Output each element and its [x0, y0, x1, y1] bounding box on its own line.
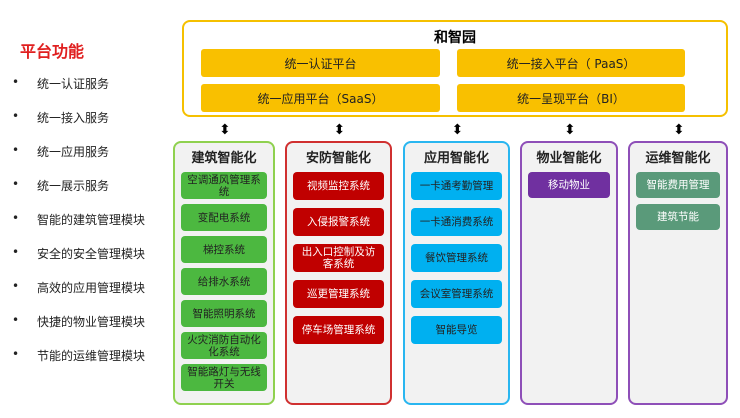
building-column: 建筑智能化空调通风管理系统变配电系统梯控系统给排水系统智能照明系统火灾消防自动化… [173, 141, 275, 405]
app-platform-button[interactable]: 统一应用平台（SaaS） [201, 84, 440, 112]
display-platform-button[interactable]: 统一呈现平台（BI） [457, 84, 685, 112]
feature-label: 统一展示服务 [37, 179, 110, 193]
feature-list-item: • 统一认证服务 [12, 75, 109, 92]
column-title: 安防智能化 [305, 151, 371, 166]
auth-platform-button[interactable]: 统一认证平台 [201, 49, 440, 77]
feature-label: 快捷的物业管理模块 [37, 315, 146, 329]
bullet-icon: • [12, 347, 20, 361]
system-item[interactable]: 停车场管理系统 [293, 316, 384, 344]
double-arrow-icon: ⬍ [673, 122, 685, 138]
system-item[interactable]: 视频监控系统 [293, 172, 384, 200]
feature-list-item: • 智能的建筑管理模块 [12, 211, 145, 228]
double-arrow-icon: ⬍ [333, 122, 346, 138]
bullet-icon: • [12, 245, 20, 259]
sidebar-title: 平台功能 [20, 42, 85, 61]
system-item[interactable]: 出入口控制及访客系统 [293, 244, 384, 272]
bullet-icon: • [12, 75, 20, 89]
system-item[interactable]: 智能费用管理 [636, 172, 720, 198]
security-column: 安防智能化视频监控系统入侵报警系统出入口控制及访客系统巡更管理系统停车场管理系统 [285, 141, 392, 405]
platform-title: 和智园 [434, 30, 476, 46]
property-column: 物业智能化移动物业 [520, 141, 618, 405]
bullet-icon: • [12, 211, 20, 225]
feature-label: 高效的应用管理模块 [37, 281, 146, 295]
system-item[interactable]: 建筑节能 [636, 204, 720, 230]
double-arrow-icon: ⬍ [564, 122, 576, 138]
system-item[interactable]: 变配电系统 [181, 204, 267, 231]
bullet-icon: • [12, 279, 20, 293]
feature-list-item: • 节能的运维管理模块 [12, 347, 145, 364]
feature-list-item: • 安全的安全管理模块 [12, 245, 145, 262]
bullet-icon: • [12, 109, 20, 123]
double-arrow-icon: ⬍ [451, 122, 464, 138]
application-column: 应用智能化一卡通考勤管理一卡通消费系统餐饮管理系统会议室管理系统智能导览 [403, 141, 510, 405]
system-item[interactable]: 智能导览 [411, 316, 502, 344]
feature-list-item: • 快捷的物业管理模块 [12, 313, 145, 330]
bullet-icon: • [12, 313, 20, 327]
system-item[interactable]: 智能路灯与无线开关 [181, 364, 267, 391]
feature-label: 节能的运维管理模块 [37, 349, 146, 363]
feature-label: 统一应用服务 [37, 145, 110, 159]
system-item[interactable]: 空调通风管理系统 [181, 172, 267, 199]
feature-label: 安全的安全管理模块 [37, 247, 146, 261]
feature-list-item: • 高效的应用管理模块 [12, 279, 145, 296]
column-title: 物业智能化 [536, 151, 602, 166]
system-item[interactable]: 会议室管理系统 [411, 280, 502, 308]
column-title: 运维智能化 [645, 151, 711, 166]
system-item[interactable]: 梯控系统 [181, 236, 267, 263]
feature-list-item: • 统一接入服务 [12, 109, 109, 126]
feature-list-item: • 统一应用服务 [12, 143, 109, 160]
system-item[interactable]: 智能照明系统 [181, 300, 267, 327]
system-item[interactable]: 一卡通考勤管理 [411, 172, 502, 200]
double-arrow-icon: ⬍ [219, 122, 231, 138]
system-item[interactable]: 巡更管理系统 [293, 280, 384, 308]
column-title: 应用智能化 [423, 151, 489, 166]
column-title: 建筑智能化 [191, 151, 257, 166]
feature-list-item: • 统一展示服务 [12, 177, 109, 194]
feature-label: 统一接入服务 [37, 111, 110, 125]
feature-label: 智能的建筑管理模块 [37, 213, 146, 227]
system-item[interactable]: 入侵报警系统 [293, 208, 384, 236]
access-platform-button[interactable]: 统一接入平台（ PaaS） [457, 49, 685, 77]
bullet-icon: • [12, 143, 20, 157]
feature-label: 统一认证服务 [37, 77, 110, 91]
platform-box: 和智园 统一认证平台 统一接入平台（ PaaS） 统一应用平台（SaaS） 统一… [182, 20, 728, 117]
system-item[interactable]: 给排水系统 [181, 268, 267, 295]
system-item[interactable]: 火灾消防自动化化系统 [181, 332, 267, 359]
operations-column: 运维智能化智能费用管理建筑节能 [628, 141, 728, 405]
system-item[interactable]: 一卡通消费系统 [411, 208, 502, 236]
bullet-icon: • [12, 177, 20, 191]
system-item[interactable]: 餐饮管理系统 [411, 244, 502, 272]
system-item[interactable]: 移动物业 [528, 172, 610, 198]
